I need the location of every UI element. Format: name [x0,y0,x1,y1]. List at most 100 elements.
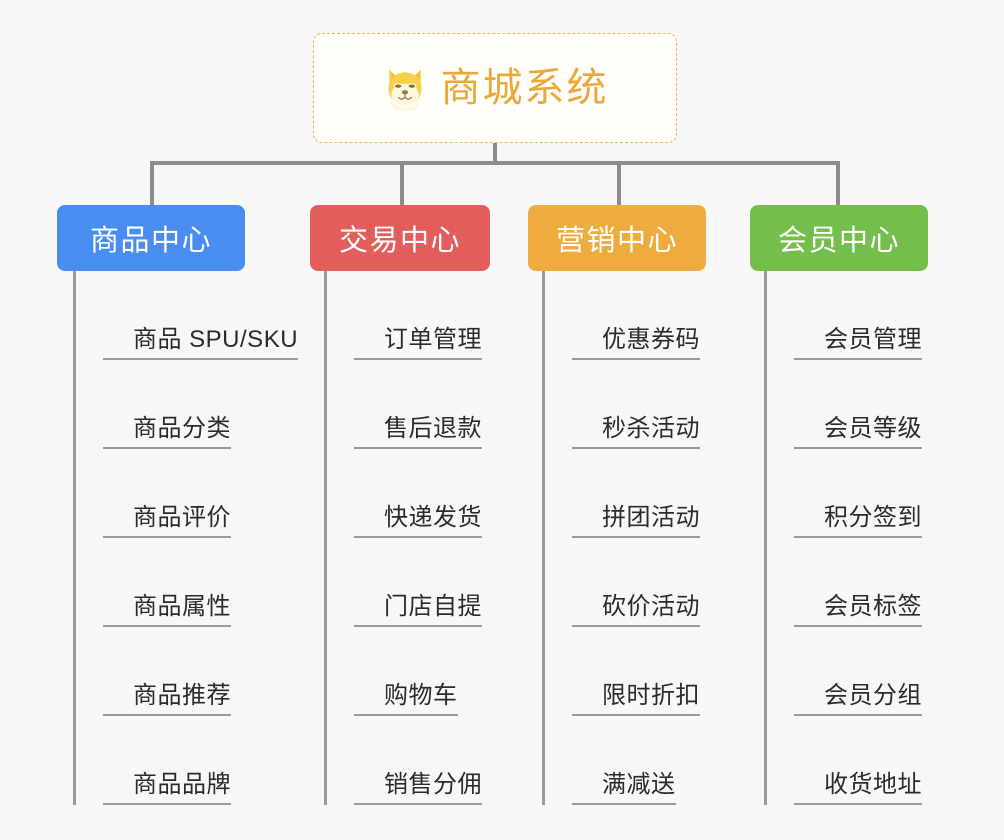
leaf-item-label: 会员标签 [824,592,922,620]
leaf-list-product-center: 商品 SPU/SKU 商品分类商品评价商品属性商品推荐商品品牌 [57,271,299,805]
leaf-item[interactable]: 快递发货 [310,449,490,538]
column-spine [324,271,327,805]
leaf-item-label: 门店自提 [384,592,482,620]
leaf-item-label: 满减送 [602,770,676,798]
category-header-label: 会员中心 [777,225,900,257]
leaf-item[interactable]: 购物车 [310,627,490,716]
leaf-item-label: 商品品牌 [133,770,231,798]
leaf-item-underline: 商品属性 [103,594,231,627]
leaf-item-label: 售后退款 [384,414,482,442]
leaf-item-label: 限时折扣 [602,681,700,709]
leaf-item-underline: 限时折扣 [572,683,700,716]
column-spine [764,271,767,805]
leaf-item-label: 订单管理 [384,325,482,353]
leaf-item-underline: 售后退款 [354,416,482,449]
leaf-item-underline: 销售分佣 [354,772,482,805]
leaf-list-trade-center: 订单管理售后退款快递发货门店自提购物车销售分佣 [310,271,490,805]
leaf-item-underline: 收货地址 [794,772,922,805]
leaf-item-label: 砍价活动 [602,592,700,620]
leaf-item-label: 优惠券码 [602,325,700,353]
column-product-center: 商品中心商品 SPU/SKU 商品分类商品评价商品属性商品推荐商品品牌 [57,205,299,805]
category-header-marketing-center[interactable]: 营销中心 [528,205,706,271]
column-trade-center: 交易中心订单管理售后退款快递发货门店自提购物车销售分佣 [310,205,490,805]
leaf-item-label: 会员分组 [824,681,922,709]
leaf-item-underline: 商品 SPU/SKU [103,325,299,360]
leaf-item-underline: 满减送 [572,772,676,805]
leaf-item[interactable]: 商品品牌 [57,716,245,805]
column-spine [542,271,545,805]
leaf-item-underline: 商品分类 [103,416,231,449]
leaf-item[interactable]: 秒杀活动 [528,360,706,449]
connector-root-stem [493,143,497,164]
leaf-item-underline: 订单管理 [354,327,482,360]
connector-drop-member-center [836,161,840,207]
leaf-item[interactable]: 会员标签 [750,538,928,627]
leaf-item-underline: 会员标签 [794,594,922,627]
connector-drop-product-center [150,161,154,207]
leaf-item-label: 商品属性 [133,592,231,620]
leaf-item[interactable]: 订单管理 [310,271,490,360]
leaf-item-underline: 快递发货 [354,505,482,538]
leaf-list-marketing-center: 优惠券码秒杀活动拼团活动砍价活动限时折扣满减送 [528,271,706,805]
leaf-list-member-center: 会员管理会员等级积分签到会员标签会员分组收货地址 [750,271,928,805]
leaf-item-label: 会员等级 [824,414,922,442]
leaf-item-label: 秒杀活动 [602,414,700,442]
leaf-item-label: 商品推荐 [133,681,231,709]
leaf-item-underline: 秒杀活动 [572,416,700,449]
leaf-item-underline: 砍价活动 [572,594,700,627]
leaf-item-underline: 积分签到 [794,505,922,538]
leaf-item[interactable]: 商品属性 [57,538,245,627]
leaf-item[interactable]: 收货地址 [750,716,928,805]
leaf-item[interactable]: 拼团活动 [528,449,706,538]
leaf-item[interactable]: 销售分佣 [310,716,490,805]
leaf-item[interactable]: 限时折扣 [528,627,706,716]
leaf-item-underline: 商品品牌 [103,772,231,805]
connector-horizontal-bus [150,161,840,165]
root-node-shop-system[interactable]: 商城系统 [313,33,677,143]
leaf-item[interactable]: 满减送 [528,716,706,805]
category-header-label: 交易中心 [338,225,461,257]
leaf-item[interactable]: 会员分组 [750,627,928,716]
leaf-item-label: 商品分类 [133,414,231,442]
leaf-item-label: 积分签到 [824,503,922,531]
column-member-center: 会员中心会员管理会员等级积分签到会员标签会员分组收货地址 [750,205,928,805]
leaf-item-underline: 购物车 [354,683,458,716]
leaf-item-underline: 商品评价 [103,505,231,538]
leaf-item-label: 会员管理 [824,325,922,353]
leaf-item[interactable]: 会员管理 [750,271,928,360]
leaf-item[interactable]: 砍价活动 [528,538,706,627]
leaf-item-label: 商品 SPU/SKU [133,325,299,353]
leaf-item-label: 快递发货 [384,503,482,531]
column-marketing-center: 营销中心优惠券码秒杀活动拼团活动砍价活动限时折扣满减送 [528,205,706,805]
leaf-item-label: 拼团活动 [602,503,700,531]
leaf-item-underline: 商品推荐 [103,683,231,716]
leaf-item[interactable]: 商品评价 [57,449,245,538]
leaf-item[interactable]: 商品 SPU/SKU [57,271,299,360]
category-header-trade-center[interactable]: 交易中心 [310,205,490,271]
leaf-item[interactable]: 会员等级 [750,360,928,449]
category-header-member-center[interactable]: 会员中心 [750,205,928,271]
leaf-item-underline: 会员分组 [794,683,922,716]
leaf-item-label: 商品评价 [133,503,231,531]
leaf-item[interactable]: 门店自提 [310,538,490,627]
leaf-item[interactable]: 积分签到 [750,449,928,538]
leaf-item-underline: 拼团活动 [572,505,700,538]
leaf-item[interactable]: 售后退款 [310,360,490,449]
leaf-item[interactable]: 商品分类 [57,360,245,449]
leaf-item[interactable]: 优惠券码 [528,271,706,360]
root-title: 商城系统 [440,66,609,110]
shiba-dog-face-icon [387,69,422,111]
category-header-label: 商品中心 [89,225,212,257]
leaf-item[interactable]: 商品推荐 [57,627,245,716]
leaf-item-label: 销售分佣 [384,770,482,798]
leaf-item-label: 收货地址 [824,770,922,798]
leaf-item-label: 购物车 [384,681,458,709]
category-header-product-center[interactable]: 商品中心 [57,205,245,271]
category-header-label: 营销中心 [555,225,678,257]
leaf-item-underline: 会员管理 [794,327,922,360]
leaf-item-underline: 会员等级 [794,416,922,449]
leaf-item-underline: 门店自提 [354,594,482,627]
leaf-item-underline: 优惠券码 [572,327,700,360]
connector-drop-trade-center [400,161,404,207]
